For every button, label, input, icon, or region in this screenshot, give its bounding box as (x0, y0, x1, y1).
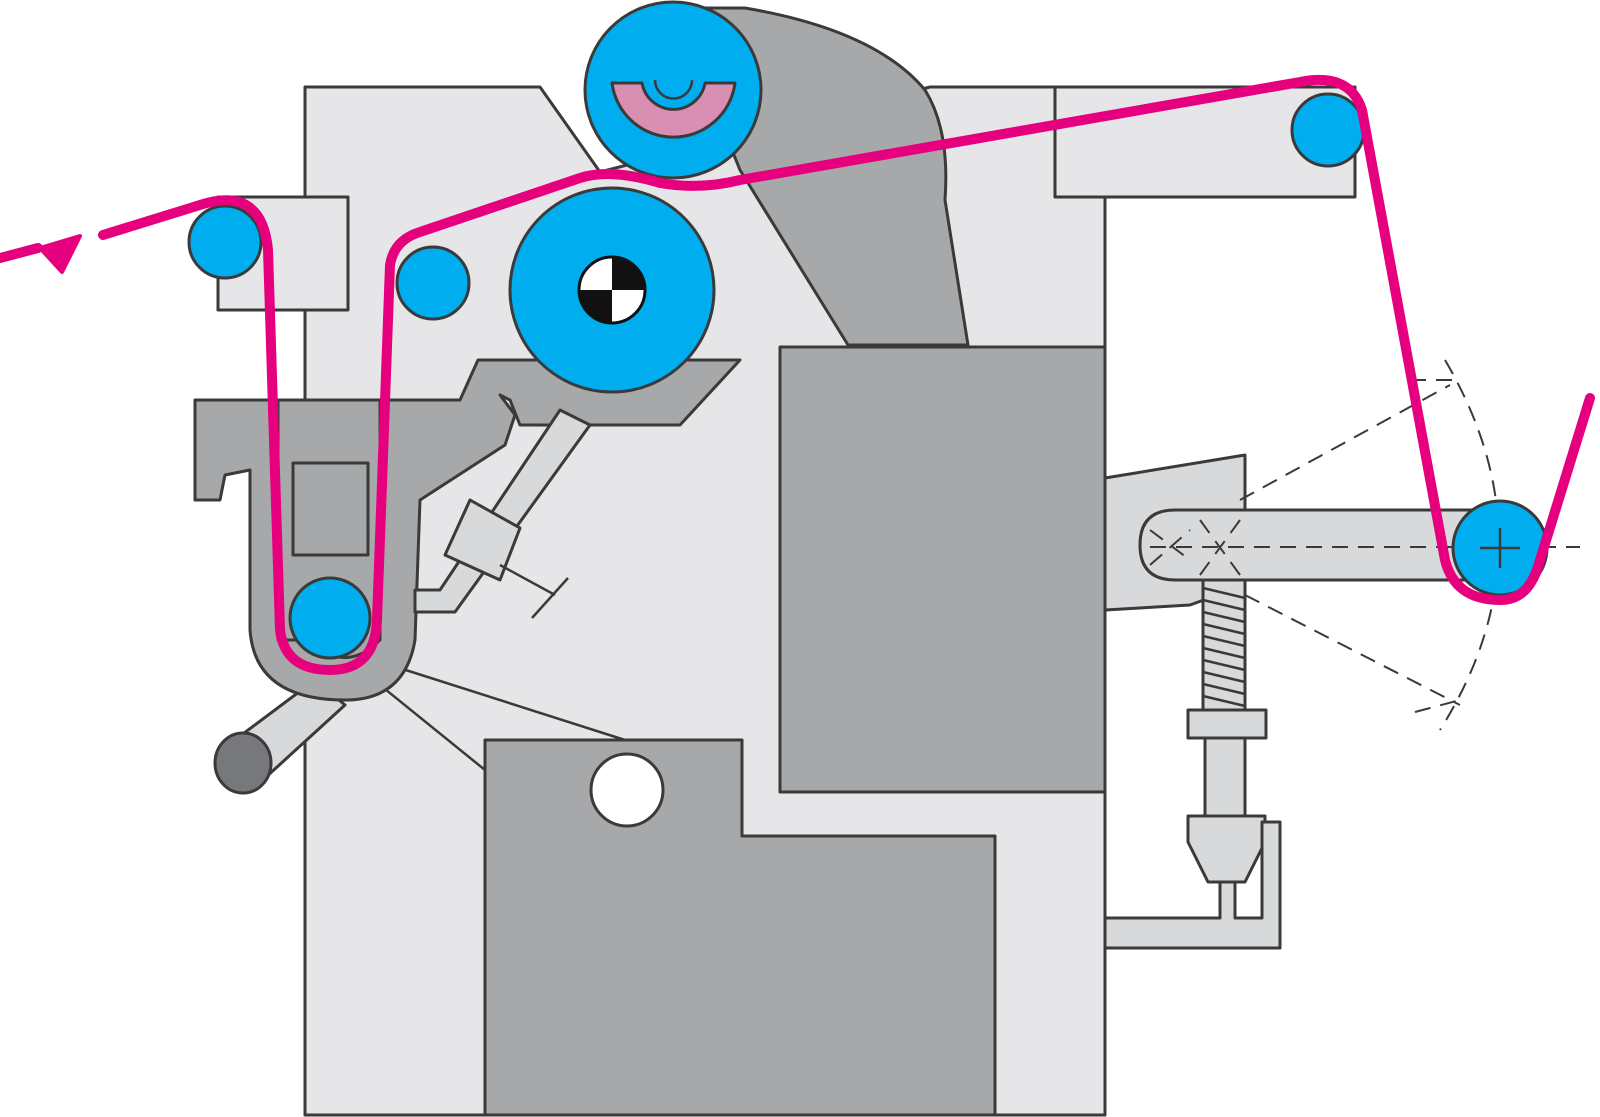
swing-upper-ray (1239, 384, 1451, 501)
spindle-nut (1186, 708, 1268, 740)
swing-roller-axis-mark (1480, 528, 1520, 568)
spindle-foot-bracket (1103, 820, 1282, 950)
rollers (187, 0, 1549, 660)
lever-knob (213, 731, 273, 795)
diagonal-strut (413, 408, 592, 614)
top-right-idler-roller (1290, 92, 1366, 168)
swing-arm (1138, 508, 1527, 582)
diagonal-adjuster (413, 408, 592, 619)
arrow-right-icon (38, 234, 82, 274)
spindle-shaft (1203, 736, 1247, 818)
link-rod-upper (389, 663, 626, 742)
cam-center-mark (653, 79, 694, 100)
impression-cylinder (583, 0, 763, 180)
guide-roller-small (395, 245, 471, 321)
quartered-target-icon (577, 255, 647, 325)
web-entry-dash (0, 243, 43, 263)
swing-arm-assembly (1103, 453, 1527, 950)
link-rod-lower (379, 684, 486, 771)
spindle-cup (1186, 814, 1267, 884)
pivot-marks (1149, 519, 1241, 576)
adjuster-screw-head (531, 577, 569, 619)
web-main-path (98, 74, 1595, 675)
infeed-roller (187, 204, 263, 280)
base-pivot-hole (589, 752, 665, 828)
spindle-thread (1202, 586, 1246, 708)
cam-segment (610, 81, 737, 139)
central-housing-block (778, 345, 1107, 794)
adjuster-clamp (443, 498, 522, 582)
base-linkage (379, 663, 626, 771)
web-path (0, 74, 1595, 675)
dancer-roller (288, 576, 372, 660)
adjuster-screw (499, 563, 556, 597)
swing-lower-ray (1244, 594, 1461, 706)
lower-base-block (483, 738, 997, 1117)
fork-window (291, 461, 370, 557)
swing-lower-tick (1414, 699, 1461, 713)
release-lever (213, 678, 347, 795)
